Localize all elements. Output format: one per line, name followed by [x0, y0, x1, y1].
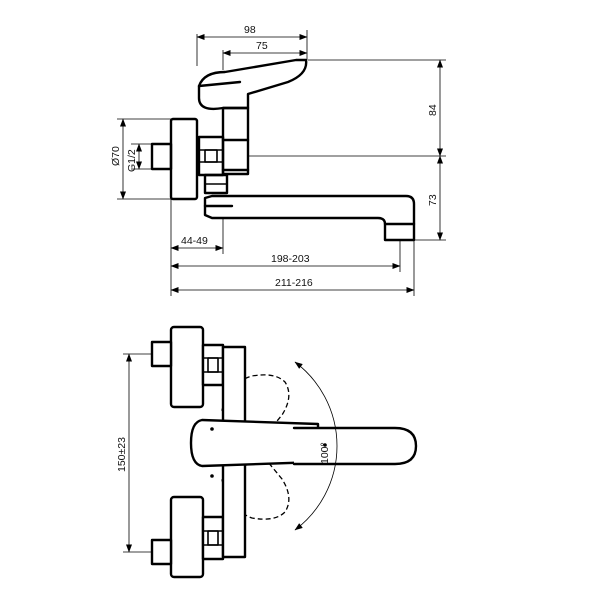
side-view: 98 75 84 73 Ø70 G1/2 44-49 198-203 211-2…	[110, 24, 446, 296]
dim-angle: 100°	[319, 442, 331, 464]
dim-d70: Ø70	[110, 146, 122, 166]
lever-top	[189, 418, 320, 468]
wall-plate-lower	[169, 495, 205, 579]
dim-211-216: 211-216	[275, 277, 313, 289]
dim-150: 150±23	[116, 437, 128, 472]
spout	[203, 194, 416, 242]
dim-g12: G1/2	[126, 149, 138, 172]
dim-75: 75	[256, 40, 268, 52]
wall-plate-upper	[169, 325, 205, 409]
lever-handle	[197, 58, 308, 111]
lever-position-right	[221, 461, 290, 520]
top-view: 100° 150±23	[116, 325, 418, 579]
dim-84: 84	[427, 104, 439, 116]
dim-73: 73	[427, 194, 439, 206]
inlet-pipe	[150, 142, 173, 171]
dim-44-49: 44-49	[181, 235, 208, 247]
angle-arc	[294, 361, 338, 531]
dim-98: 98	[244, 24, 256, 36]
dim-198-203: 198-203	[271, 253, 310, 265]
spout-top	[292, 426, 418, 466]
wall-plate	[169, 117, 199, 201]
hex-nut	[197, 135, 225, 177]
